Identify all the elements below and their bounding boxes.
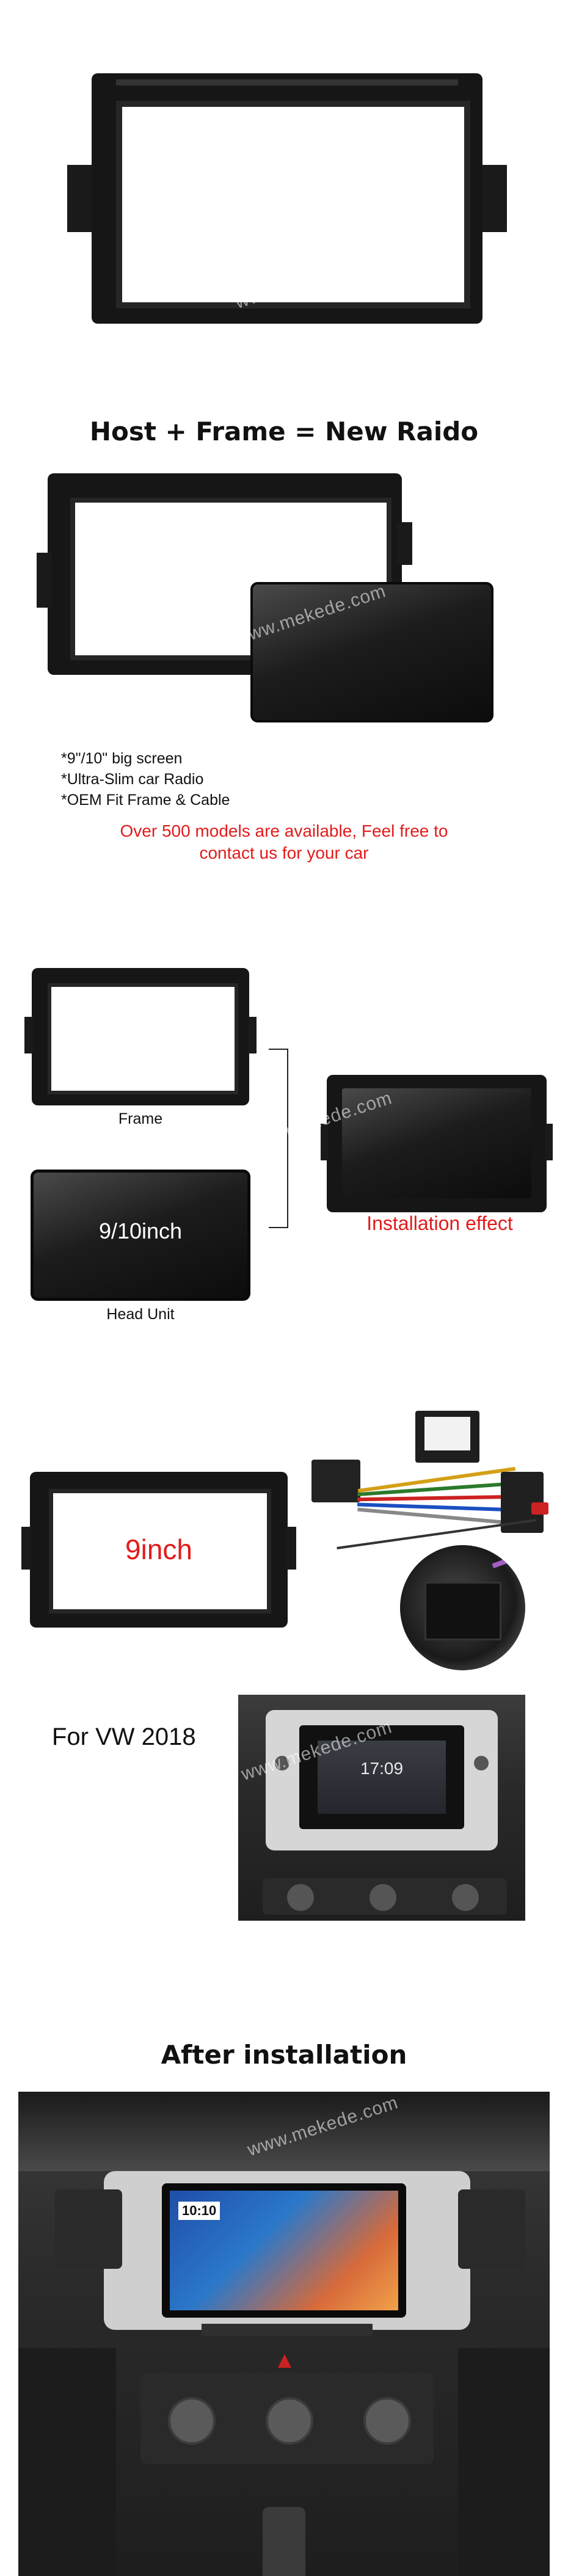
cable-harness-photo: [299, 1411, 562, 1563]
frame-with-unit-photo: [37, 473, 493, 722]
after-screen-time: 10:10: [178, 2202, 220, 2220]
heading-after-installation: After installation: [161, 2040, 407, 2070]
vw-factory-dash-photo: 17:09: [238, 1695, 525, 1921]
connector-closeup-photo: [400, 1545, 525, 1670]
installed-frame-photo: [321, 1075, 553, 1212]
feature-list: *9"/10" big screen *Ultra-Slim car Radio…: [61, 748, 230, 810]
factory-screen-time: 17:09: [360, 1759, 404, 1778]
frame-9inch-photo: 9inch: [21, 1472, 296, 1628]
frame-small-photo: [24, 968, 257, 1105]
label-frame: Frame: [118, 1110, 163, 1127]
feature-item: *9"/10" big screen: [61, 750, 183, 767]
feature-item: *Ultra-Slim car Radio: [61, 771, 204, 788]
feature-item: *OEM Fit Frame & Cable: [61, 791, 230, 809]
label-head-unit: Head Unit: [106, 1306, 175, 1323]
notice-line: Over 500 models are available, Feel free…: [120, 821, 448, 840]
for-model-label: For VW 2018: [52, 1723, 196, 1750]
head-unit-screen: [250, 582, 493, 722]
head-unit-photo: 9/10inch: [31, 1170, 250, 1301]
heading-host-frame: Host + Frame = New Raido: [89, 417, 479, 446]
frame-size-text: 9inch: [125, 1534, 192, 1565]
head-unit-size-text: 9/10inch: [98, 1218, 183, 1243]
label-installation-effect: Installation effect: [366, 1212, 513, 1234]
notice-text: Over 500 models are available, Feel free…: [0, 820, 568, 864]
notice-line: contact us for your car: [199, 843, 369, 862]
frame-photo-top: [67, 73, 507, 324]
after-install-photo: 10:10: [18, 2092, 550, 2576]
bracket-line: [269, 1049, 288, 1228]
